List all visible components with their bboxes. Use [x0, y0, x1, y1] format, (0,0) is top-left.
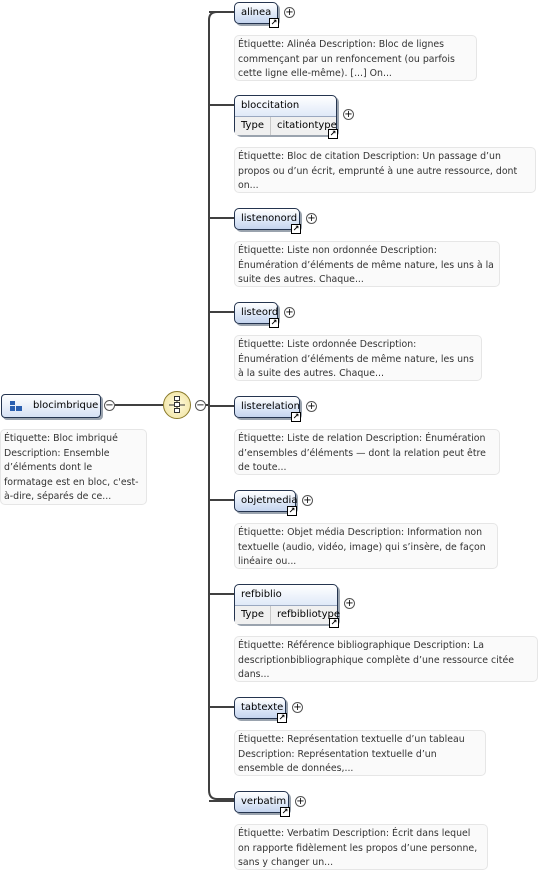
element-icon — [10, 401, 22, 411]
expand-plus-icon[interactable]: + — [302, 495, 313, 506]
element-objetmedia[interactable]: objetmedia — [234, 490, 298, 512]
reference-link-icon[interactable]: ↗ — [328, 129, 338, 139]
expand-plus-icon[interactable]: + — [344, 598, 355, 609]
reference-link-icon[interactable]: ↗ — [280, 807, 290, 817]
type-value: refbibliotype — [276, 609, 341, 620]
expand-plus-icon[interactable]: + — [343, 109, 354, 120]
expand-plus-icon[interactable]: + — [306, 213, 317, 224]
root-annotation: Étiquette: Bloc imbriqué Description: En… — [0, 429, 147, 505]
root-element-label: blocimbrique — [33, 400, 99, 411]
element-listenonord[interactable]: listenonord — [234, 208, 300, 230]
reference-link-icon[interactable]: ↗ — [291, 412, 301, 422]
expand-plus-icon[interactable]: + — [284, 7, 295, 18]
expand-plus-icon[interactable]: + — [295, 796, 306, 807]
annotation-listerelation: Étiquette: Liste de relation Description… — [234, 429, 500, 475]
type-value: citationtype — [276, 120, 337, 131]
reference-link-icon[interactable]: ↗ — [269, 318, 279, 328]
type-label: Type — [235, 117, 271, 135]
reference-link-icon[interactable]: ↗ — [277, 713, 287, 723]
element-tabtexte[interactable]: tabtexte — [234, 697, 286, 719]
expand-plus-icon[interactable]: + — [306, 401, 317, 412]
annotation-bloccitation: Étiquette: Bloc de citation Description:… — [234, 147, 536, 193]
element-listeord[interactable]: listeord — [234, 302, 278, 324]
collapse-root-minus-icon[interactable]: − — [104, 400, 115, 411]
sequence-compositor-icon[interactable] — [163, 391, 191, 419]
annotation-tabtexte: Étiquette: Représentation textuelle d’un… — [234, 730, 486, 776]
type-row: Type refbibliotype — [235, 605, 340, 624]
element-name: alinea — [241, 7, 272, 18]
annotation-listeord: Étiquette: Liste ordonnée Description: É… — [234, 335, 482, 381]
expand-plus-icon[interactable]: + — [292, 702, 303, 713]
annotation-verbatim: Étiquette: Verbatim Description: Écrit d… — [234, 824, 488, 870]
element-name: tabtexte — [241, 702, 284, 713]
element-name: bloccitation — [241, 100, 300, 111]
reference-link-icon[interactable]: ↗ — [269, 18, 279, 28]
type-label: Type — [235, 606, 271, 624]
element-name: refbiblio — [241, 589, 282, 600]
collapse-sequence-minus-icon[interactable]: − — [195, 400, 206, 411]
element-name: verbatim — [241, 796, 287, 807]
annotation-refbiblio: Étiquette: Référence bibliographique Des… — [234, 636, 538, 682]
element-name: listenonord — [241, 213, 298, 224]
reference-link-icon[interactable]: ↗ — [329, 618, 339, 628]
reference-link-icon[interactable]: ↗ — [291, 224, 301, 234]
element-verbatim[interactable]: verbatim — [234, 791, 289, 813]
annotation-listenonord: Étiquette: Liste non ordonnée Descriptio… — [234, 241, 500, 287]
element-name: listerelation — [241, 401, 300, 412]
annotation-alinea: Étiquette: Alinéa Description: Bloc de l… — [234, 35, 477, 81]
annotation-objetmedia: Étiquette: Objet média Description: Info… — [234, 523, 498, 569]
root-element-blocimbrique[interactable]: blocimbrique — [1, 394, 101, 418]
element-name: listeord — [241, 307, 279, 318]
expand-plus-icon[interactable]: + — [284, 307, 295, 318]
element-alinea[interactable]: alinea — [234, 2, 278, 24]
element-name: objetmedia — [241, 495, 298, 506]
element-listerelation[interactable]: listerelation — [234, 396, 300, 418]
type-row: Type citationtype — [235, 116, 337, 135]
reference-link-icon[interactable]: ↗ — [287, 506, 297, 516]
